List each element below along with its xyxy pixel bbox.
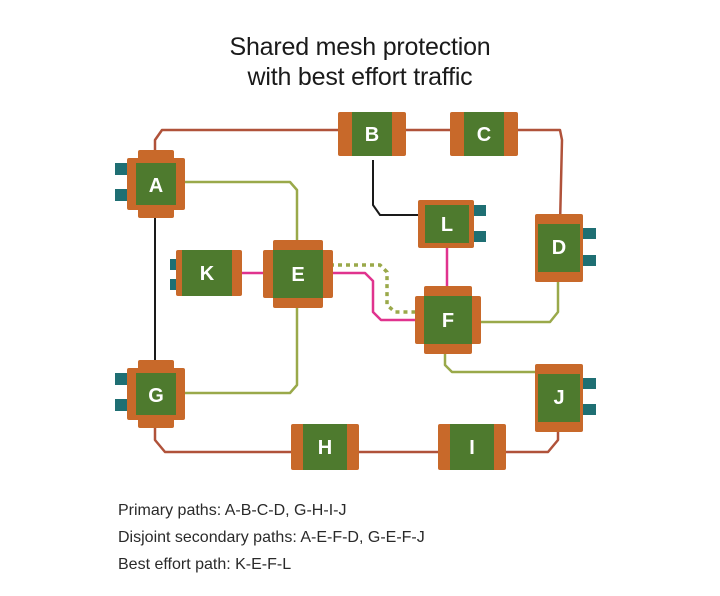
- diagram-title-line-1: Shared mesh protection: [229, 33, 491, 61]
- node-e[interactable]: E: [263, 240, 333, 308]
- node-j[interactable]: J: [535, 364, 596, 432]
- legend-secondary-paths: Disjoint secondary paths: A-E-F-D, G-E-F…: [118, 529, 425, 546]
- node-j-label: J: [553, 387, 564, 409]
- node-h-label: H: [318, 437, 332, 459]
- node-h[interactable]: H: [291, 424, 359, 470]
- legend-best-effort-path: Best effort path: K-E-F-L: [118, 556, 292, 573]
- secondary-path-f-d: [478, 282, 560, 324]
- diagram-title-line-2: with best effort traffic: [247, 63, 473, 91]
- legend-primary-paths: Primary paths: A-B-C-D, G-H-I-J: [118, 502, 347, 519]
- node-i[interactable]: I: [438, 424, 506, 470]
- node-c[interactable]: C: [450, 112, 518, 156]
- node-g[interactable]: G: [115, 360, 185, 428]
- node-b[interactable]: B: [338, 112, 406, 156]
- node-a-label: A: [149, 175, 163, 197]
- node-k-label: K: [200, 263, 215, 285]
- secondary-path-a-e: [185, 180, 299, 245]
- link-b-l: [372, 160, 418, 216]
- node-c-label: C: [477, 124, 491, 146]
- node-a[interactable]: A: [115, 150, 185, 218]
- best-effort-e-f: [330, 271, 418, 322]
- node-l-label: L: [441, 214, 453, 236]
- node-b-label: B: [365, 124, 379, 146]
- node-k[interactable]: K: [170, 250, 242, 296]
- node-g-label: G: [148, 385, 164, 407]
- node-l[interactable]: L: [418, 200, 486, 248]
- secondary-path-f-j: [443, 350, 546, 381]
- node-f[interactable]: F: [415, 286, 481, 354]
- node-d-label: D: [552, 237, 566, 259]
- node-f-label: F: [442, 310, 454, 332]
- secondary-path-g-e: [185, 300, 299, 395]
- secondary-path-e-f-dotted: [330, 263, 420, 314]
- node-e-label: E: [291, 264, 304, 286]
- node-d[interactable]: D: [535, 214, 596, 282]
- node-i-label: I: [469, 437, 475, 459]
